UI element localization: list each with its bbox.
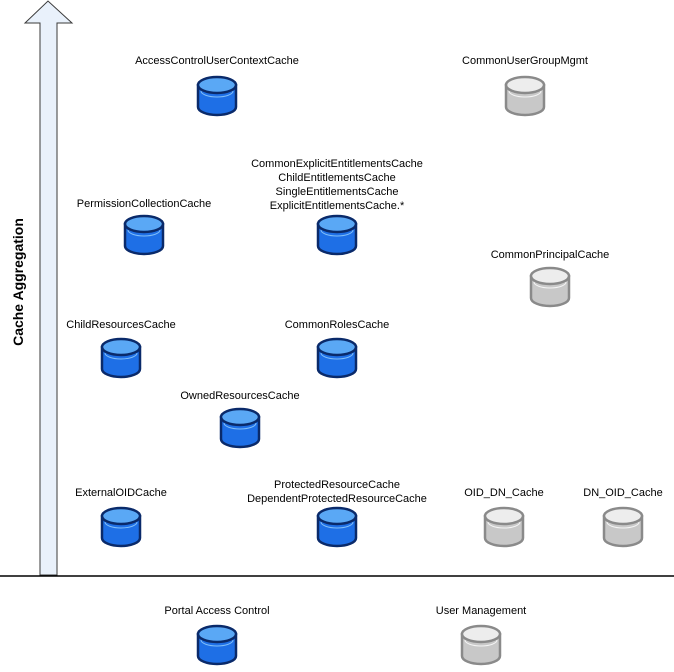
cache-label: CommonExplicitEntitlementsCache [251,158,423,170]
cache-label: CommonPrincipalCache [491,249,610,261]
cache-label: ExternalOIDCache [75,487,167,499]
user-mgmt-legend-icon [460,624,502,666]
cache-label: SingleEntitlementsCache [276,186,399,198]
y-axis-label: Cache Aggregation [10,218,26,346]
cache-label: OwnedResourcesCache [180,390,299,402]
user-mgmt-cache-icon [504,75,546,117]
legend-label: User Management [436,605,527,617]
portal-cache-icon [316,506,358,548]
cache-label: ChildResourcesCache [66,319,175,331]
cache-node: CommonExplicitEntitlementsCacheChildEnti… [251,158,423,256]
cache-node: PermissionCollectionCache [77,198,212,256]
cache-label: CommonUserGroupMgmt [462,55,588,67]
cache-node: OID_DN_Cache [464,487,544,548]
cache-node: DN_OID_Cache [583,487,663,548]
cache-label: DependentProtectedResourceCache [247,493,427,505]
portal-cache-icon [100,506,142,548]
cache-node: CommonRolesCache [285,319,390,379]
cache-node: CommonUserGroupMgmt [462,55,588,117]
cache-layer: AccessControlUserContextCache CommonUserG… [66,55,663,548]
cache-node: CommonPrincipalCache [491,249,610,308]
legend-item: User Management [436,605,527,666]
cache-label: AccessControlUserContextCache [135,55,299,67]
portal-cache-icon [123,214,165,256]
portal-cache-icon [196,75,238,117]
user-mgmt-cache-icon [483,506,525,548]
cache-node: ExternalOIDCache [75,487,167,548]
portal-legend-icon [196,624,238,666]
portal-cache-icon [316,337,358,379]
cache-node: ProtectedResourceCacheDependentProtected… [247,479,427,548]
cache-node: OwnedResourcesCache [180,390,300,449]
user-mgmt-cache-icon [602,506,644,548]
cache-node: ChildResourcesCache [66,319,176,379]
portal-cache-icon [316,214,358,256]
portal-cache-icon [219,407,261,449]
cache-label: ProtectedResourceCache [274,479,400,491]
legend-label: Portal Access Control [164,605,269,617]
aggregation-axis-arrow [23,0,74,576]
cache-label: OID_DN_Cache [464,487,543,499]
portal-cache-icon [100,337,142,379]
user-mgmt-cache-icon [529,266,571,308]
cache-label: ExplicitEntitlementsCache.* [270,200,405,212]
cache-label: DN_OID_Cache [583,487,662,499]
cache-label: PermissionCollectionCache [77,198,212,210]
cache-node: AccessControlUserContextCache [135,55,299,117]
legend: Portal Access Control User Management [164,605,527,666]
cache-label: ChildEntitlementsCache [278,172,395,184]
legend-item: Portal Access Control [164,605,270,666]
cache-label: CommonRolesCache [285,319,390,331]
